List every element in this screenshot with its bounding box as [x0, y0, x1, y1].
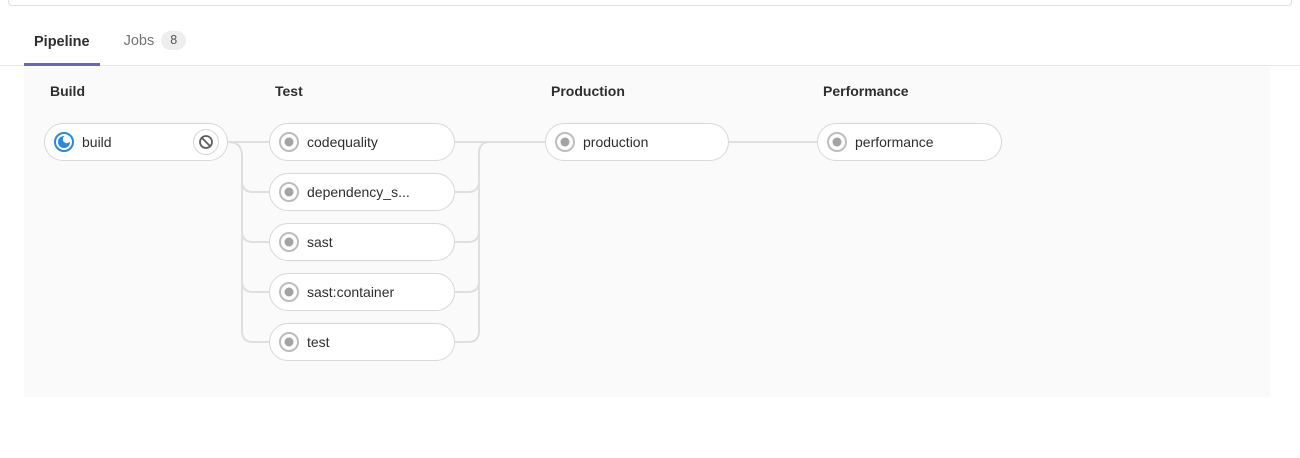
job-pill-sast[interactable]: sast: [269, 223, 455, 261]
status-running-icon: [54, 132, 74, 152]
job-pill-codequality[interactable]: codequality: [269, 123, 455, 161]
job-pill-production[interactable]: production: [545, 123, 729, 161]
job-label: production: [583, 134, 649, 150]
tab-jobs[interactable]: Jobs 8: [114, 31, 197, 66]
job-pill-dependency-scanning[interactable]: dependency_s...: [269, 173, 455, 211]
job-label: build: [82, 134, 112, 150]
stage-title-test: Test: [275, 83, 303, 99]
job-pill-performance[interactable]: performance: [817, 123, 1002, 161]
jobs-count-badge: 8: [161, 31, 187, 50]
tab-pipeline-label: Pipeline: [34, 34, 90, 50]
job-label: dependency_s...: [307, 184, 410, 200]
job-pill-build[interactable]: build: [44, 123, 228, 161]
job-label: codequality: [307, 134, 378, 150]
status-created-icon: [279, 132, 299, 152]
job-label: sast:container: [307, 284, 395, 300]
job-label: performance: [855, 134, 934, 150]
job-pill-sast-container[interactable]: sast:container: [269, 273, 455, 311]
pipeline-tab-bar: Pipeline Jobs 8: [0, 0, 1300, 66]
status-created-icon: [279, 232, 299, 252]
stage-title-performance: Performance: [823, 83, 909, 99]
status-created-icon: [279, 182, 299, 202]
tab-jobs-label: Jobs: [123, 32, 155, 49]
stage-title-build: Build: [50, 83, 85, 99]
job-label: test: [307, 334, 330, 350]
status-created-icon: [279, 332, 299, 352]
status-created-icon: [827, 132, 847, 152]
job-pill-test[interactable]: test: [269, 323, 455, 361]
tab-pipeline[interactable]: Pipeline: [24, 34, 100, 66]
ban-icon: [199, 135, 213, 149]
status-created-icon: [555, 132, 575, 152]
pipeline-graph: Build Test Production Performance build …: [24, 67, 1270, 397]
job-label: sast: [307, 234, 333, 250]
stage-connector-lines: [227, 141, 817, 343]
status-created-icon: [279, 282, 299, 302]
stage-title-production: Production: [551, 83, 625, 99]
cancel-job-button[interactable]: [193, 129, 219, 155]
previous-card-bottom-edge: [8, 0, 1292, 6]
